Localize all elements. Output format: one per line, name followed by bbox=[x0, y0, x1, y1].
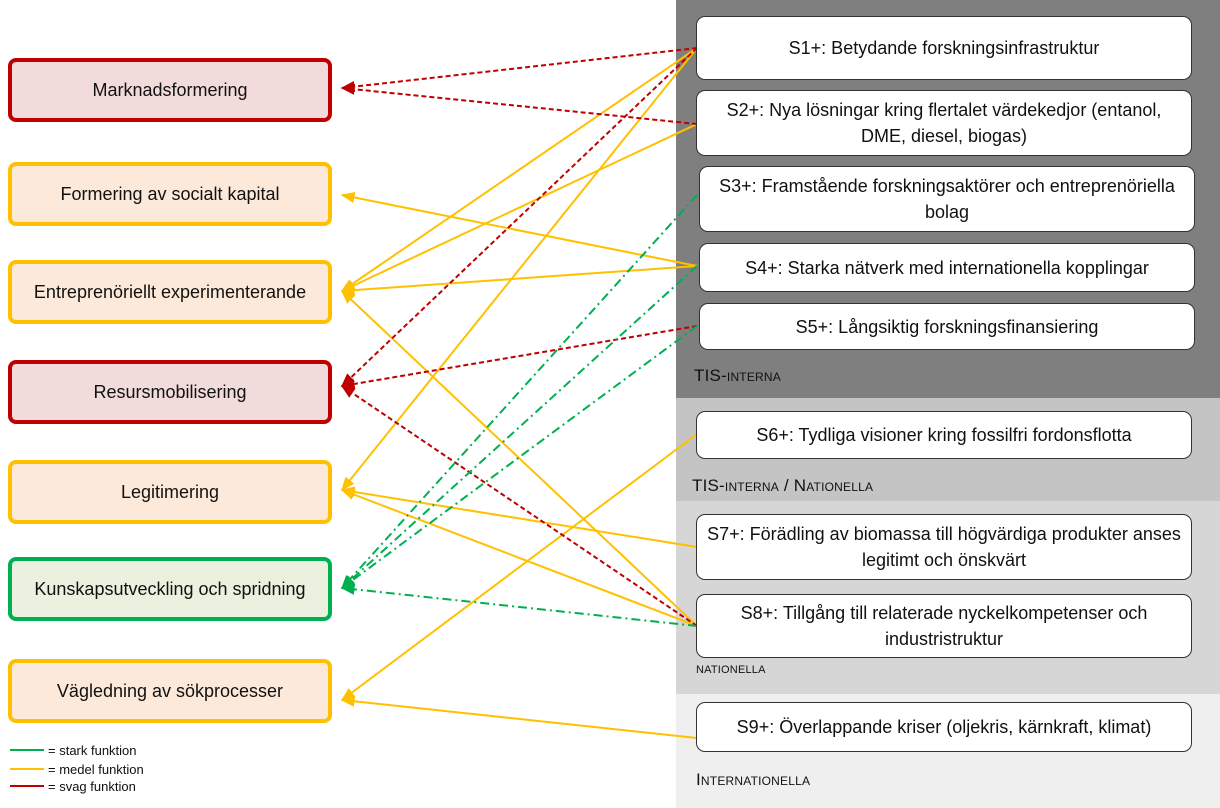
link-s4-f2 bbox=[340, 191, 698, 267]
link-s2-f1 bbox=[340, 83, 698, 125]
link-s8-f4 bbox=[340, 385, 698, 627]
link-s1-f5 bbox=[341, 47, 698, 492]
link-s8-f6 bbox=[340, 583, 698, 627]
link-s1-f3 bbox=[340, 47, 698, 292]
function-kunskapsutveckling: Kunskapsutveckling och spridning bbox=[8, 557, 332, 621]
function-socialt-kapital: Formering av socialt kapital bbox=[8, 162, 332, 226]
link-s4-f6 bbox=[340, 265, 698, 589]
factor-s4: S4+: Starka nätverk med internationella … bbox=[699, 243, 1195, 292]
factor-s7: S7+: Förädling av biomassa till högvärdi… bbox=[696, 514, 1192, 580]
link-s3-f6 bbox=[341, 194, 698, 590]
function-resursmobilisering: Resursmobilisering bbox=[8, 360, 332, 424]
link-s4-f3 bbox=[340, 265, 698, 296]
section-label-mixed: TIS-interna / Nationella bbox=[692, 476, 874, 495]
function-marknadsformering: Marknadsformering bbox=[8, 58, 332, 122]
factor-s2: S2+: Nya lösningar kring flertalet värde… bbox=[696, 90, 1192, 156]
legend-row-strong: = stark funktion bbox=[10, 742, 137, 758]
link-s5-f6 bbox=[340, 325, 698, 589]
factor-s1: S1+: Betydande forskningsinfrastruktur bbox=[696, 16, 1192, 80]
factor-s5: S5+: Långsiktig forskningsfinansiering bbox=[699, 303, 1195, 350]
link-s7-f5 bbox=[340, 486, 698, 548]
legend-swatch-weak bbox=[10, 785, 44, 787]
link-s8-f3 bbox=[340, 290, 698, 627]
link-s5-f4 bbox=[340, 325, 698, 390]
factor-s9: S9+: Överlappande kriser (oljekris, kärn… bbox=[696, 702, 1192, 752]
section-label-international: Internationella bbox=[696, 770, 811, 789]
legend-row-medium: = medel funktion bbox=[10, 761, 144, 777]
function-entreprenoriellt-experimenterande: Entreprenöriellt experimenterande bbox=[8, 260, 332, 324]
link-s9-f7 bbox=[340, 695, 698, 739]
function-legitimering: Legitimering bbox=[8, 460, 332, 524]
factor-s6: S6+: Tydliga visioner kring fossilfri fo… bbox=[696, 411, 1192, 459]
factor-s8: S8+: Tillgång till relaterade nyckelkomp… bbox=[696, 594, 1192, 658]
legend-row-weak: = svag funktion bbox=[10, 778, 136, 794]
section-label-internal: TIS-interna bbox=[694, 366, 781, 385]
link-s1-f1 bbox=[340, 47, 698, 93]
legend-label-medium: = medel funktion bbox=[48, 761, 144, 777]
function-vagledning: Vägledning av sökprocesser bbox=[8, 659, 332, 723]
legend-label-strong: = stark funktion bbox=[48, 742, 137, 758]
legend-swatch-strong bbox=[10, 749, 44, 751]
link-s8-f5 bbox=[340, 489, 698, 627]
section-label-national: nationella bbox=[696, 660, 766, 677]
link-s2-f3 bbox=[340, 123, 698, 292]
link-s1-f4 bbox=[340, 47, 698, 387]
legend-label-weak: = svag funktion bbox=[48, 778, 136, 794]
link-s6-f7 bbox=[340, 433, 698, 701]
factor-s3: S3+: Framstående forskningsaktörer och e… bbox=[699, 166, 1195, 232]
legend-swatch-medium bbox=[10, 768, 44, 770]
